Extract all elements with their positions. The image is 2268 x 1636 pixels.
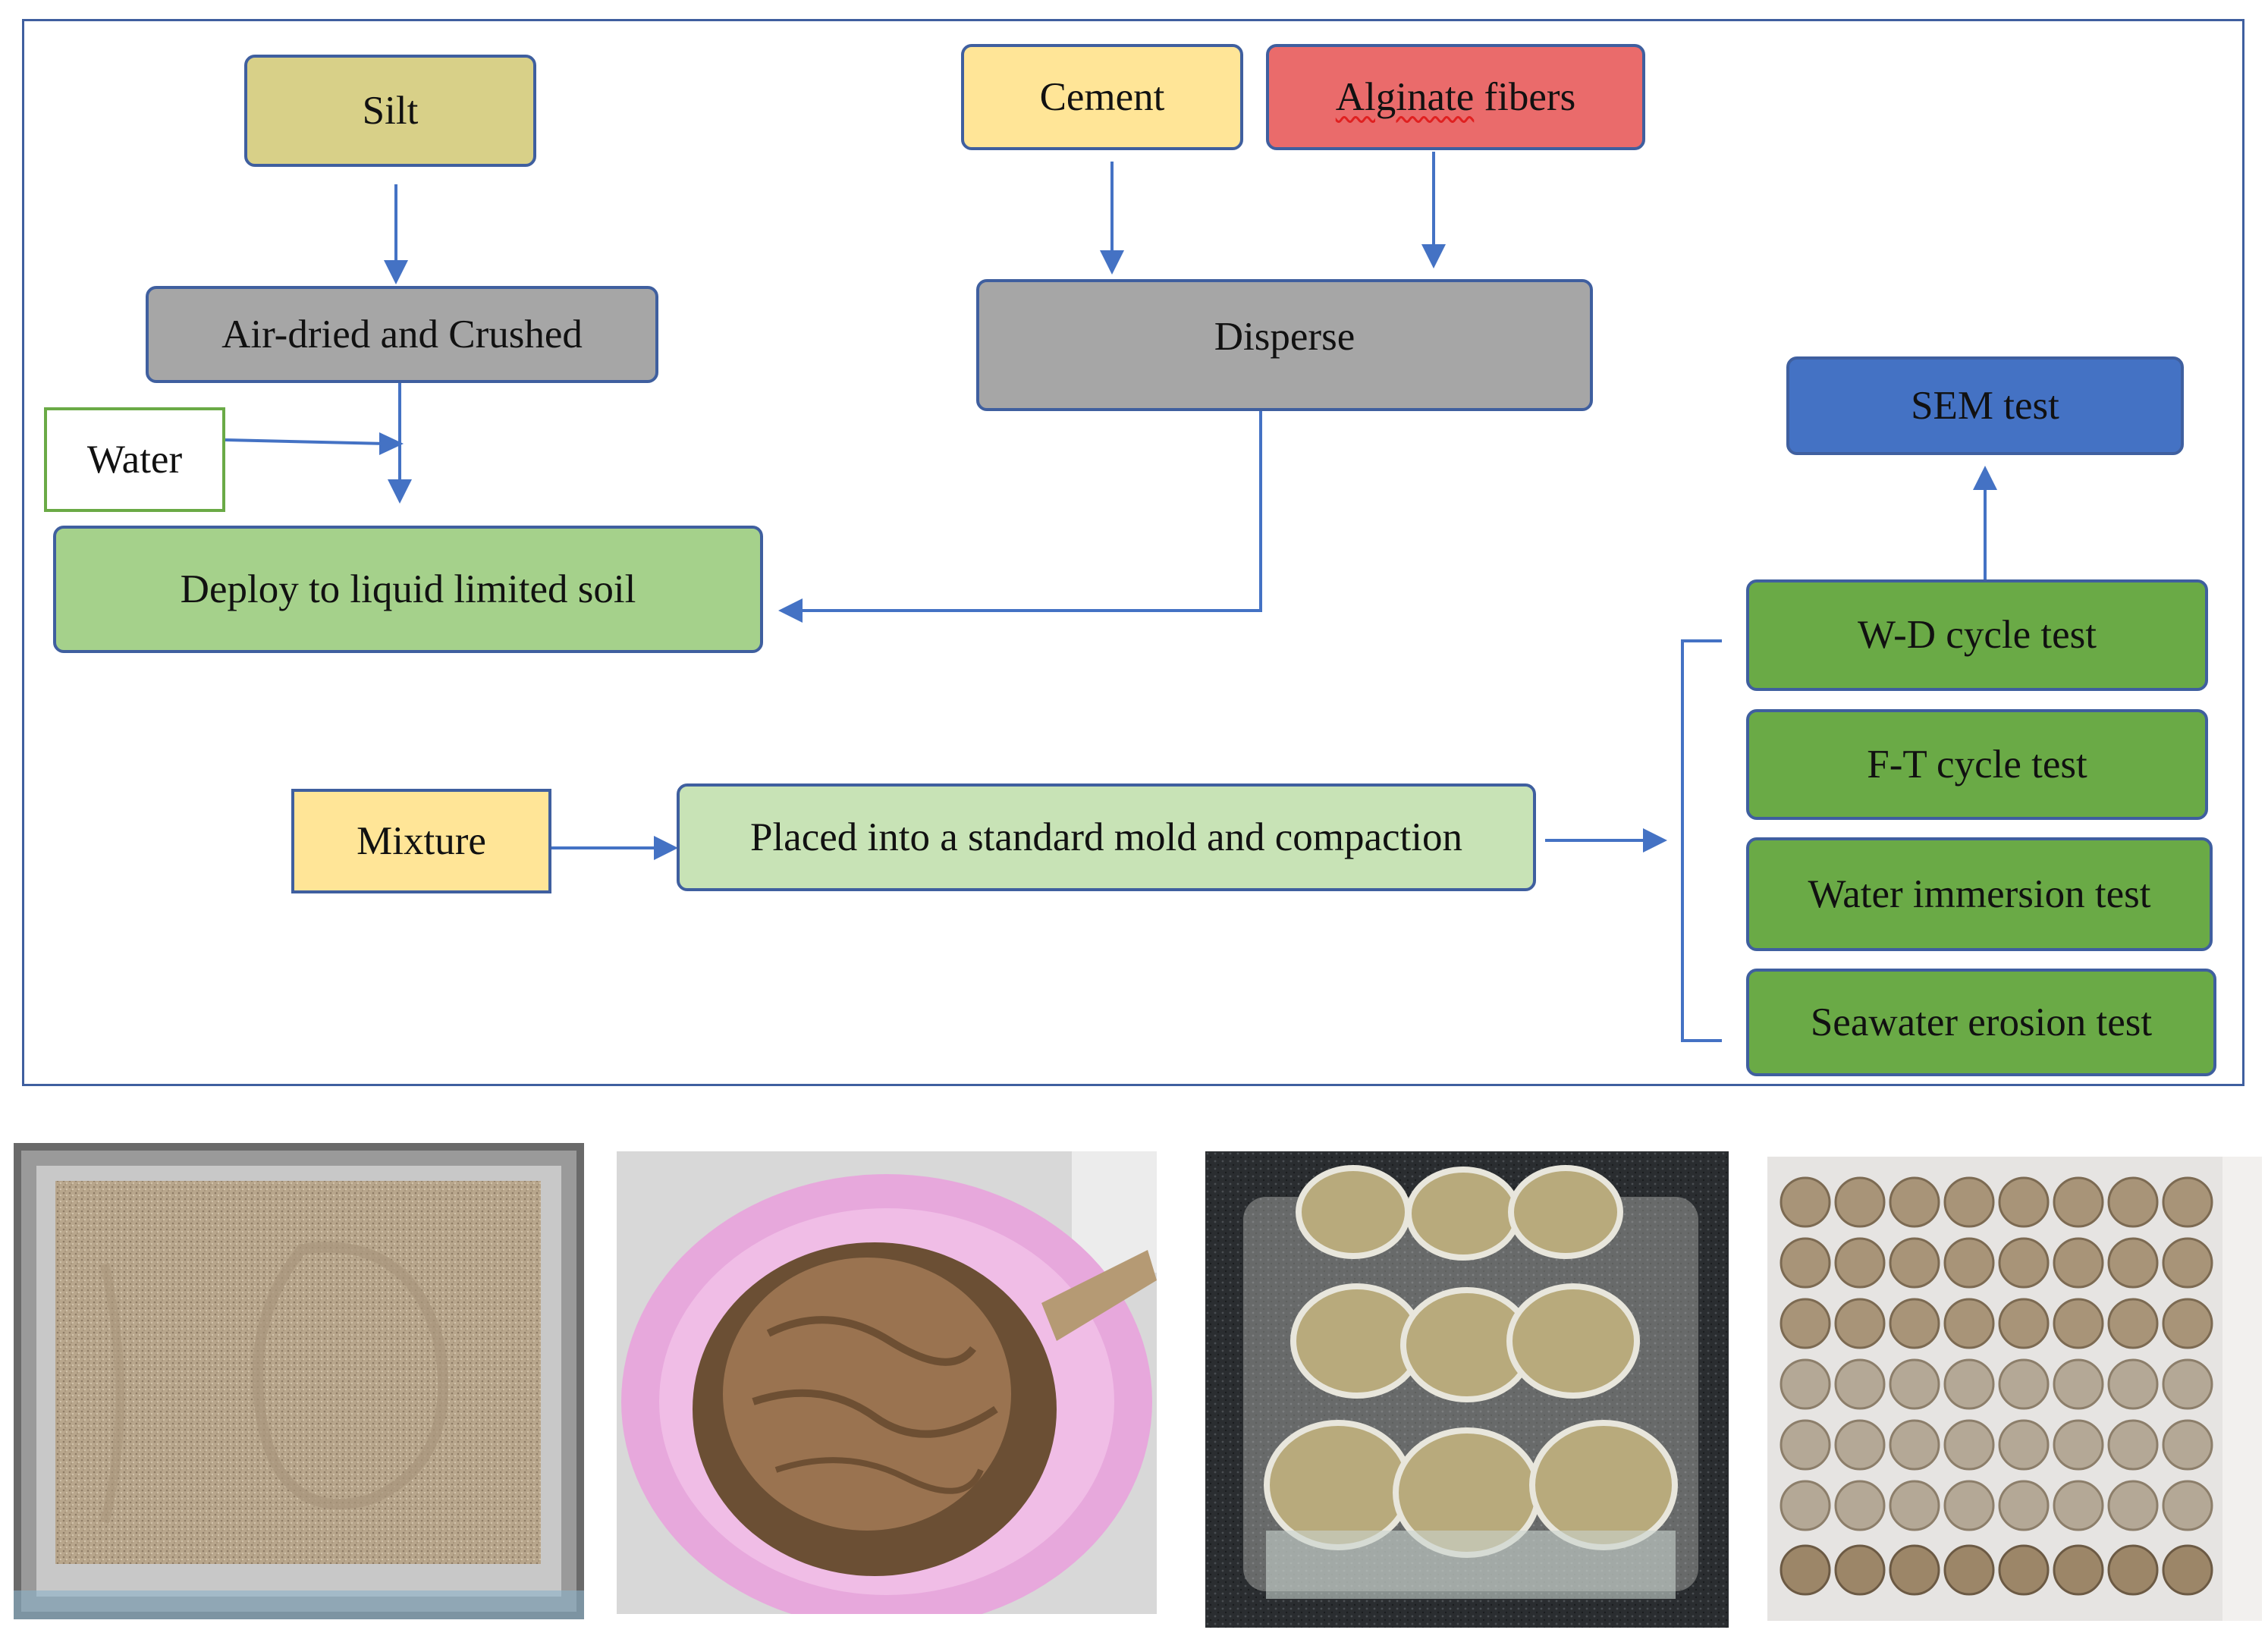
- node-seawater-label: Seawater erosion test: [1810, 1000, 2153, 1044]
- node-immersion-label: Water immersion test: [1808, 871, 2151, 916]
- node-wd-cycle-test: W-D cycle test: [1746, 579, 2208, 691]
- tests-bracket: [1681, 639, 1722, 1042]
- node-disperse-label: Disperse: [1214, 314, 1355, 359]
- node-placed-mold-compaction: Placed into a standard mold and compacti…: [677, 783, 1536, 891]
- alginate-spellcheck-word: Alginate: [1335, 74, 1475, 119]
- diagram-frame: [22, 19, 2244, 1086]
- node-air-dried-crushed: Air-dried and Crushed: [146, 286, 658, 383]
- node-water: Water: [44, 407, 225, 512]
- node-mixture-label: Mixture: [357, 818, 486, 863]
- alginate-rest: fibers: [1474, 74, 1576, 119]
- node-ft-label: F-T cycle test: [1867, 742, 2087, 787]
- node-alginate-label: Alginate fibers: [1336, 75, 1575, 119]
- mixing-bowl-photo: [617, 1151, 1157, 1614]
- wrapped-molds-photo: [1205, 1151, 1729, 1628]
- node-water-immersion-test: Water immersion test: [1746, 837, 2213, 951]
- node-deploy-label: Deploy to liquid limited soil: [180, 567, 636, 611]
- node-seawater-erosion-test: Seawater erosion test: [1746, 969, 2216, 1076]
- specimens-grid-photo: [1767, 1157, 2262, 1621]
- silt-tray-photo: [14, 1143, 584, 1619]
- node-alginate-fibers: Alginate fibers: [1266, 44, 1645, 150]
- arrow-disperse-to-deploy: [795, 411, 1262, 612]
- node-cement: Cement: [961, 44, 1243, 150]
- node-deploy-liquid-limited-soil: Deploy to liquid limited soil: [53, 526, 763, 653]
- node-sem-test: SEM test: [1786, 356, 2184, 455]
- node-water-label: Water: [86, 437, 183, 482]
- node-placed-label: Placed into a standard mold and compacti…: [749, 815, 1463, 859]
- node-air-dried-label: Air-dried and Crushed: [221, 312, 583, 356]
- node-mixture: Mixture: [291, 789, 551, 893]
- node-disperse: Disperse: [976, 279, 1593, 411]
- node-ft-cycle-test: F-T cycle test: [1746, 709, 2208, 820]
- node-wd-label: W-D cycle test: [1858, 613, 2097, 658]
- node-silt-label: Silt: [362, 88, 419, 133]
- node-sem-label: SEM test: [1911, 383, 2059, 428]
- flow-connectors: [225, 152, 1997, 1042]
- node-silt: Silt: [244, 55, 536, 167]
- node-cement-label: Cement: [1039, 74, 1165, 119]
- arrow-water-to-line: [225, 438, 388, 445]
